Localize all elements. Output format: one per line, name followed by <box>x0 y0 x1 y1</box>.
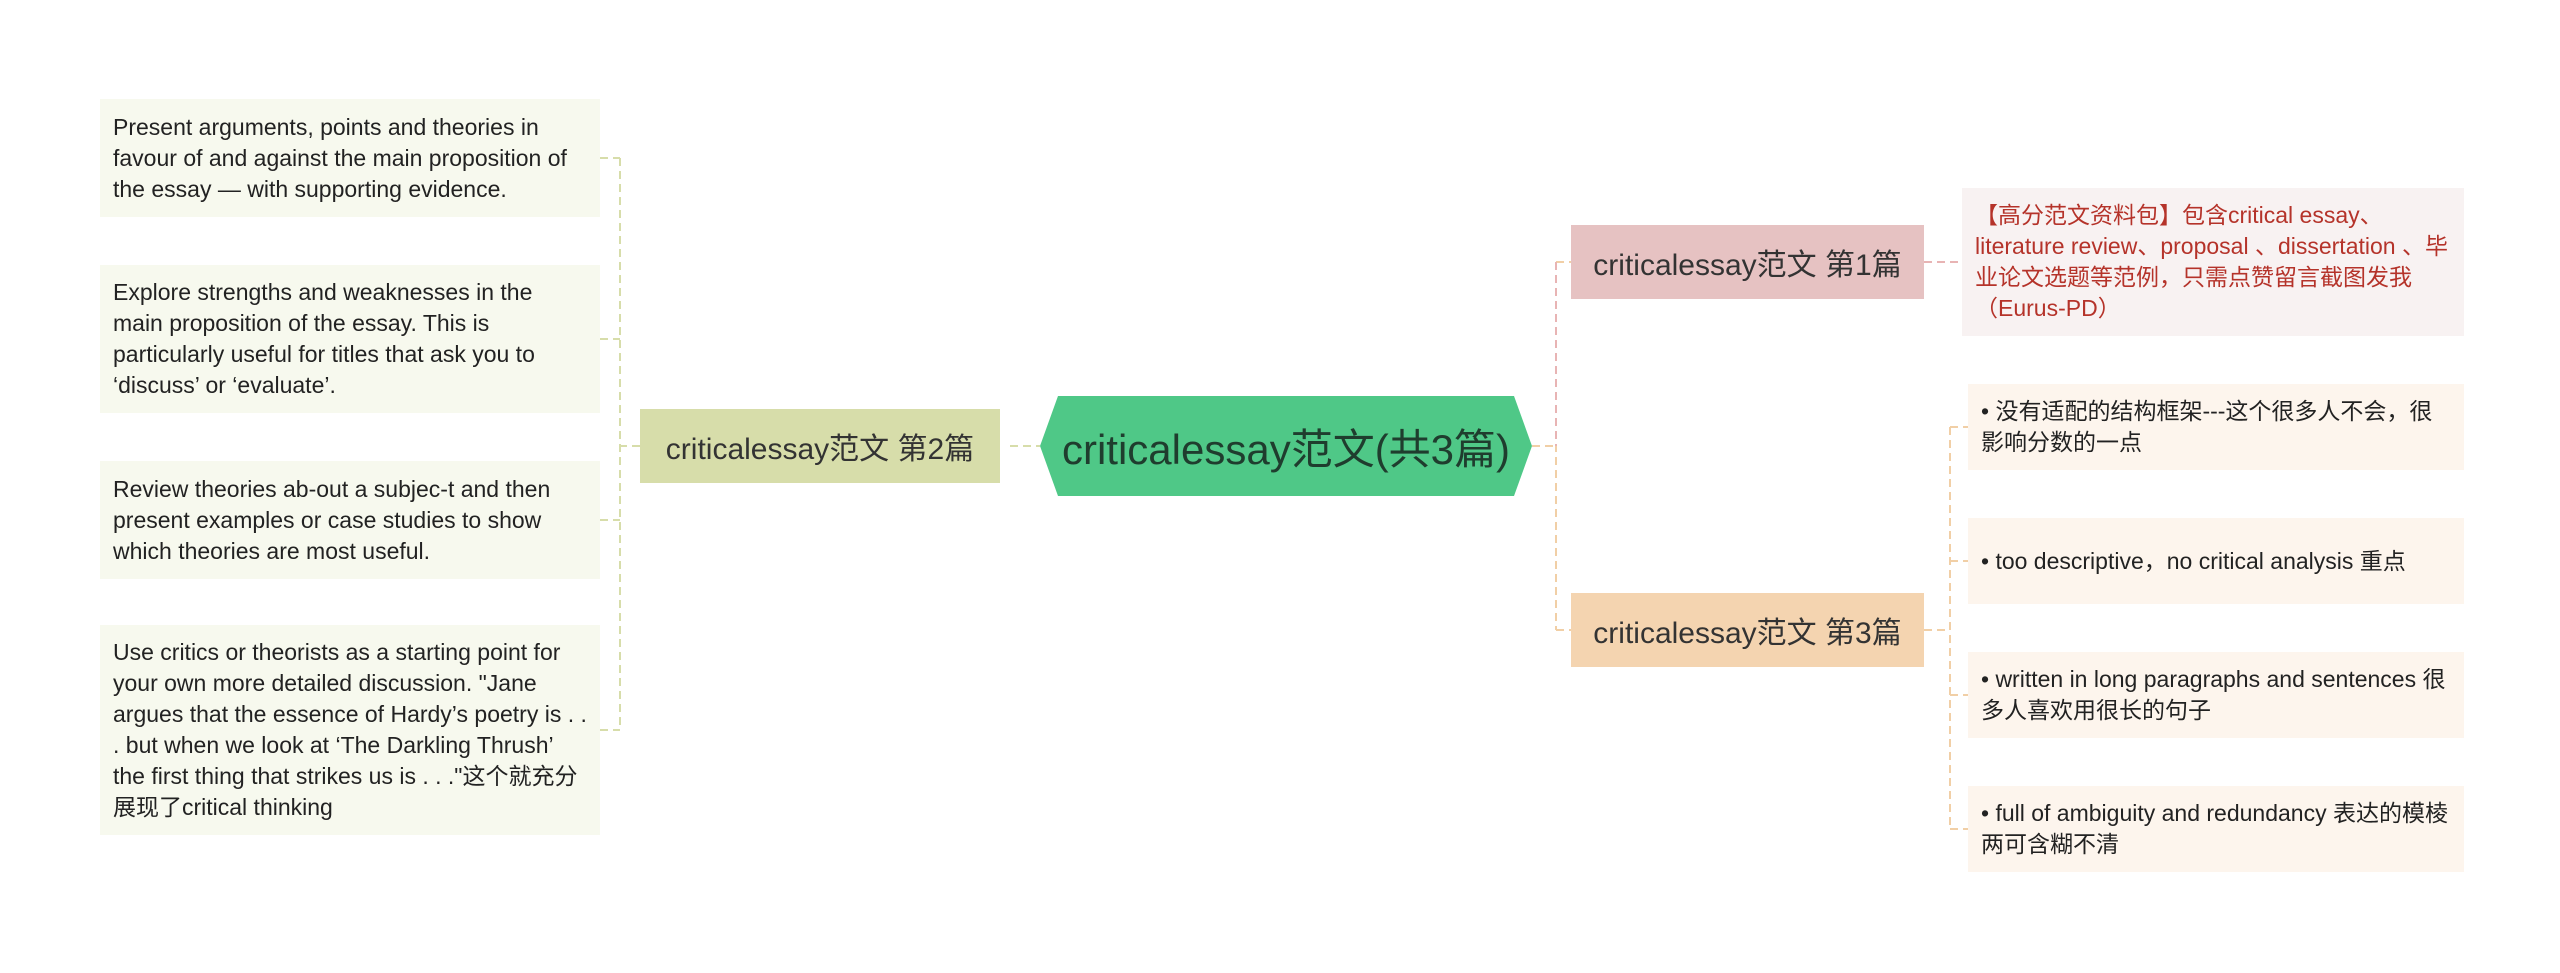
leaf-text: Present arguments, points and theories i… <box>113 113 567 202</box>
leaf-text: • written in long paragraphs and sentenc… <box>1981 666 2446 723</box>
leaf-text: • too descriptive，no critical analysis 重… <box>1981 547 2406 574</box>
leaf-node[interactable]: Present arguments, points and theories i… <box>100 99 600 217</box>
leaf-node-resource-pack[interactable]: 【高分范文资料包】包含critical essay、literature rev… <box>1962 188 2464 336</box>
leaf-text: 【高分范文资料包】包含critical essay、literature rev… <box>1975 202 2448 321</box>
branch-node-3-label: criticalessay范文 第3篇 <box>1593 617 1902 650</box>
leaf-node[interactable]: • 没有适配的结构框架---这个很多人不会，很影响分数的一点 <box>1968 384 2464 470</box>
branch-node-1-label: criticalessay范文 第1篇 <box>1593 249 1902 282</box>
leaf-text: • full of ambiguity and redundancy 表达的模棱… <box>1981 800 2448 857</box>
branch-node-1[interactable]: criticalessay范文 第1篇 <box>1571 225 1924 299</box>
leaf-node[interactable]: • full of ambiguity and redundancy 表达的模棱… <box>1968 786 2464 872</box>
branch-node-3[interactable]: criticalessay范文 第3篇 <box>1571 593 1924 667</box>
connector-central-right <box>1532 261 1571 631</box>
leaf-node[interactable]: Review theories ab-out a subjec-t and th… <box>100 461 600 579</box>
branch-node-2-label: criticalessay范文 第2篇 <box>665 433 975 466</box>
leaf-text: Use critics or theorists as a starting p… <box>113 639 587 820</box>
leaf-node[interactable]: • written in long paragraphs and sentenc… <box>1968 652 2464 738</box>
leaf-text: Review theories ab-out a subjec-t and th… <box>113 475 551 564</box>
leaf-text: • 没有适配的结构框架---这个很多人不会，很影响分数的一点 <box>1981 398 2433 455</box>
central-topic[interactable]: criticalessay范文(共3篇) <box>1040 396 1532 496</box>
leaf-text: Explore strengths and weaknesses in the … <box>113 279 535 398</box>
leaf-node[interactable]: • too descriptive，no critical analysis 重… <box>1968 518 2464 604</box>
connector-branch3-leaves <box>1924 426 1968 830</box>
leaf-node[interactable]: Explore strengths and weaknesses in the … <box>100 265 600 413</box>
branch-node-2[interactable]: criticalessay范文 第2篇 <box>640 409 1000 483</box>
connector-branch2-leaves <box>600 157 640 731</box>
central-topic-label: criticalessay范文(共3篇) <box>1061 425 1511 473</box>
leaf-node[interactable]: Use critics or theorists as a starting p… <box>100 625 600 835</box>
